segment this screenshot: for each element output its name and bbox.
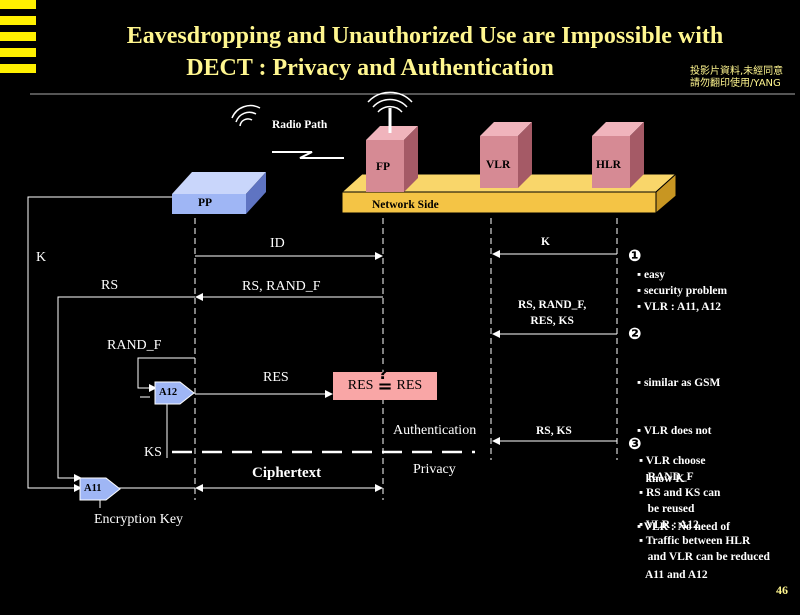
radio-path-label: Radio Path bbox=[272, 119, 328, 131]
encryption-key-label: Encryption Key bbox=[94, 512, 184, 527]
pp-device bbox=[172, 172, 266, 214]
privacy-label: Privacy bbox=[413, 462, 456, 477]
radio-link-icon bbox=[272, 151, 344, 159]
rs-rand-f-label: RS, RAND_F bbox=[242, 279, 321, 294]
res-label: RES bbox=[263, 370, 289, 385]
vlr-label: VLR bbox=[486, 159, 511, 171]
pp-label: PP bbox=[198, 197, 213, 209]
decorative-stripes bbox=[0, 0, 36, 78]
page-number: 46 bbox=[776, 583, 788, 597]
fp-label: FP bbox=[376, 161, 391, 173]
note-1: ❶ ▪ easy ▪ security problem ▪ VLR : A11,… bbox=[628, 246, 728, 313]
fp-antenna-waves-icon bbox=[367, 91, 413, 113]
radio-waves-icon bbox=[231, 104, 261, 127]
timelines bbox=[194, 218, 618, 500]
rs-ks-label: RS, KS bbox=[536, 425, 572, 437]
rand-f-line bbox=[137, 357, 195, 389]
fp-tower bbox=[366, 126, 418, 192]
ciphertext-label: Ciphertext bbox=[252, 465, 322, 481]
k-line bbox=[27, 196, 172, 489]
a12-label: A12 bbox=[159, 387, 178, 398]
res-compare-box: RES ? = RES bbox=[333, 363, 437, 400]
k-right-label: K bbox=[541, 236, 550, 248]
page-title: Eavesdropping and Unauthorized Use are I… bbox=[50, 20, 800, 84]
rand-f-label: RAND_F bbox=[107, 338, 162, 353]
note-3-marker: ❸ bbox=[628, 434, 642, 453]
note-2: ❷ ▪ similar as GSM ▪ VLR does not know K… bbox=[628, 324, 730, 581]
rs-line bbox=[57, 296, 195, 479]
res-right-label: RES bbox=[396, 378, 423, 393]
title-line-1: Eavesdropping and Unauthorized Use are I… bbox=[126, 23, 724, 49]
network-bar-front bbox=[341, 191, 657, 214]
a11-label: A11 bbox=[84, 483, 102, 494]
a11-block bbox=[79, 477, 121, 501]
hlr-label: HLR bbox=[596, 159, 621, 171]
rs-rand-f-res-ks-label: RS, RAND_F, RES, KS bbox=[518, 299, 587, 327]
ks-label: KS bbox=[144, 445, 162, 460]
title-line-2: DECT : Privacy and Authentication bbox=[186, 55, 554, 81]
question-equals-icon: ? = bbox=[377, 363, 393, 397]
hlr-tower bbox=[592, 122, 644, 188]
diagram-graphics bbox=[27, 91, 795, 508]
note-2-marker: ❷ bbox=[628, 324, 642, 343]
k-left-label: K bbox=[36, 250, 47, 265]
vlr-tower bbox=[480, 122, 532, 188]
network-side-label: Network Side bbox=[372, 199, 439, 211]
rs-label: RS bbox=[101, 278, 119, 293]
note-3: ❸ ▪ VLR choose RAND_F ▪ RS and KS can be… bbox=[628, 434, 770, 563]
id-label: ID bbox=[270, 236, 285, 251]
copyright-note: 投影片資料,未經同意 請勿翻印使用/YANG bbox=[690, 66, 784, 89]
res-left-label: RES bbox=[347, 378, 374, 393]
authentication-label: Authentication bbox=[393, 423, 477, 438]
note-1-marker: ❶ bbox=[628, 246, 642, 265]
a12-block bbox=[154, 381, 195, 405]
